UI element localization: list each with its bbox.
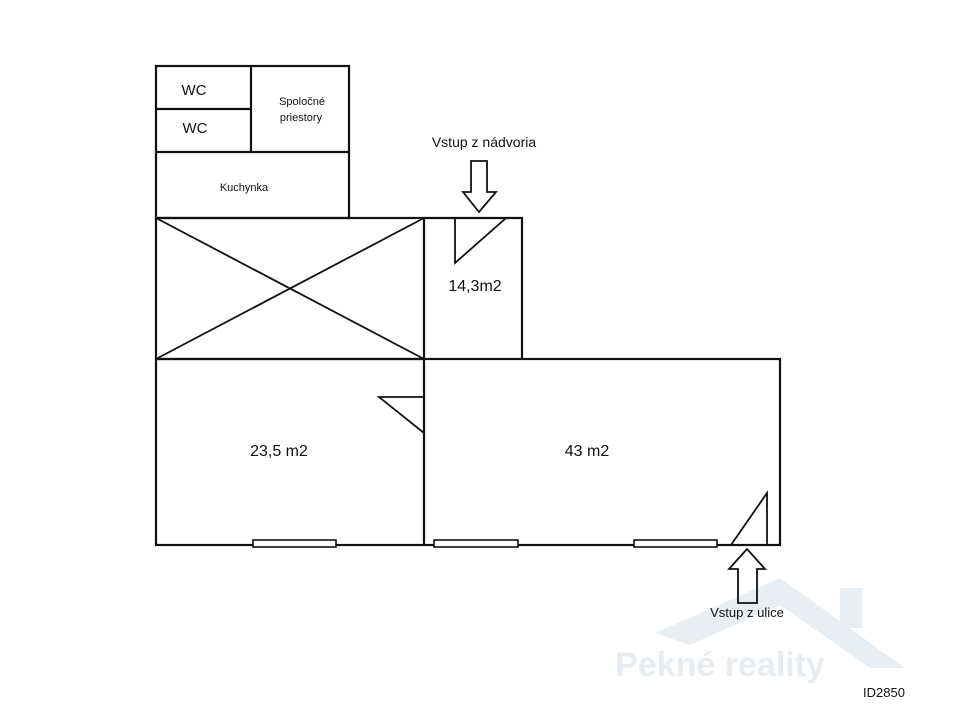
- door-street: [729, 490, 768, 546]
- label-shared-line1: Spoločné: [279, 96, 325, 108]
- door-inner: [376, 396, 425, 435]
- label-room-23: 23,5 m2: [250, 443, 308, 460]
- label-entrance-courtyard: Vstup z nádvoria: [432, 134, 536, 150]
- watermark-text: Pekné reality: [615, 646, 825, 684]
- arrow-down-icon: [461, 160, 498, 214]
- label-wc-upper: WC: [182, 82, 207, 99]
- door-courtyard: [454, 217, 509, 265]
- arrow-up-icon: [726, 547, 768, 604]
- label-kitchen: Kuchynka: [220, 182, 269, 194]
- windows: [252, 539, 718, 548]
- label-room-43: 43 m2: [565, 443, 610, 460]
- listing-id: ID2850: [863, 685, 905, 700]
- label-room-14: 14,3m2: [448, 278, 501, 295]
- window-3: [633, 539, 718, 548]
- void-area: [154, 216, 426, 361]
- door-symbols: [376, 217, 768, 546]
- watermark-logo: Pekné reality: [615, 578, 905, 684]
- service-block: [154, 64, 351, 220]
- window-1: [252, 539, 337, 548]
- window-2: [433, 539, 519, 548]
- label-entrance-street: Vstup z ulice: [710, 605, 784, 620]
- label-shared-line2: priestory: [280, 112, 323, 124]
- label-wc-lower: WC: [183, 120, 208, 137]
